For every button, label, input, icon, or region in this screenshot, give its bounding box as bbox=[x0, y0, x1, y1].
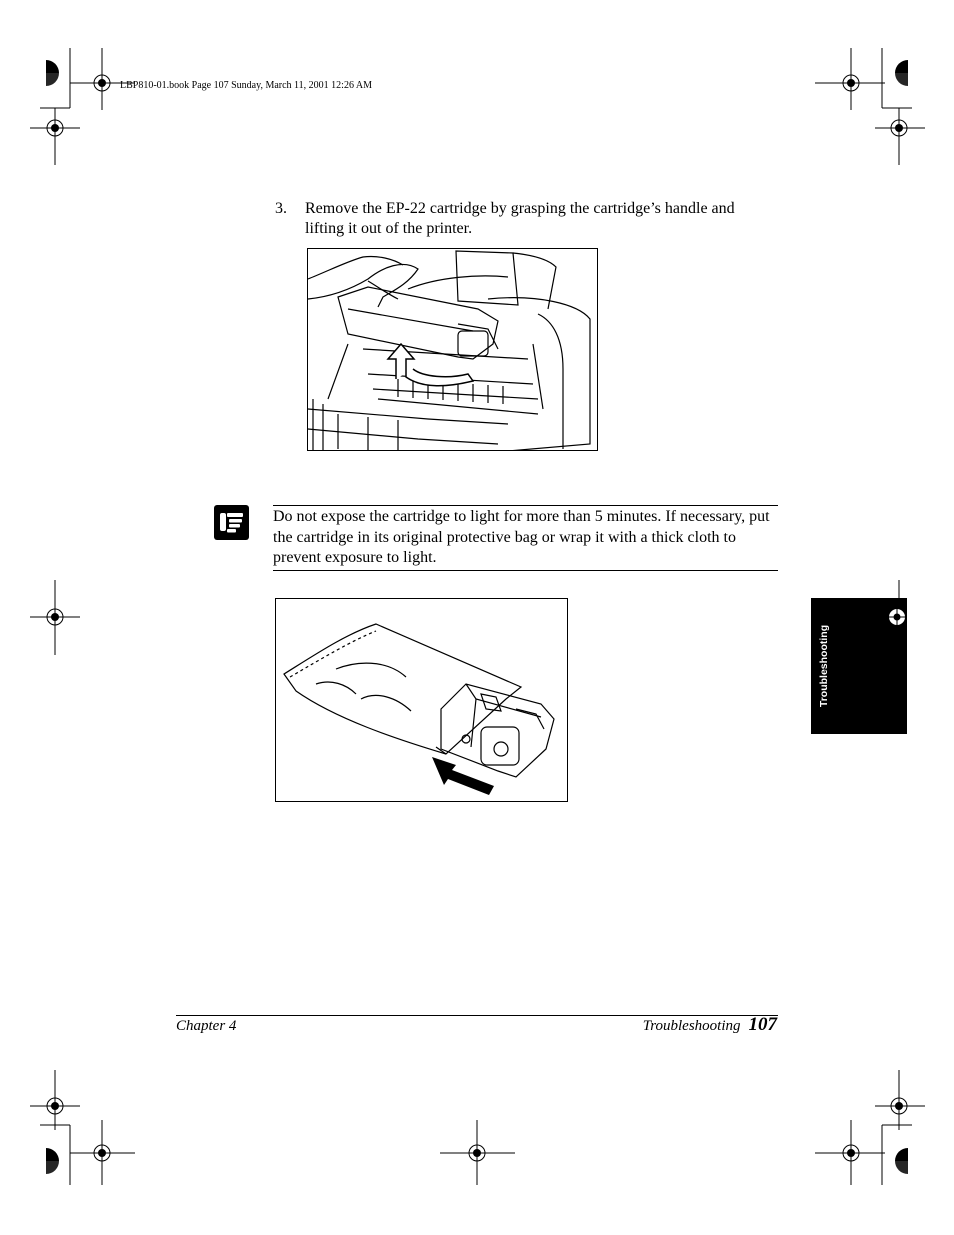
step-number: 3. bbox=[275, 200, 287, 217]
step-text: Remove the EP-22 cartridge by grasping t… bbox=[305, 200, 735, 237]
note-text: Do not expose the cartridge to light for… bbox=[273, 508, 770, 566]
note-hand-icon bbox=[214, 505, 249, 540]
book-file-info: LBP810-01.book Page 107 Sunday, March 11… bbox=[120, 80, 373, 91]
page-number: 107 bbox=[748, 1014, 778, 1035]
note-bottom-rule bbox=[273, 570, 778, 571]
footer-section: Troubleshooting bbox=[642, 1018, 741, 1034]
tab-registration-icon bbox=[889, 609, 905, 625]
footer-rule bbox=[176, 1015, 778, 1016]
cartridge-removal-illustration bbox=[307, 248, 598, 451]
note-top-rule bbox=[273, 505, 778, 506]
footer-right: Troubleshooting 107 bbox=[643, 1014, 777, 1036]
protective-bag-illustration bbox=[275, 598, 568, 802]
thumb-tab-label: Troubleshooting bbox=[818, 624, 830, 708]
footer-chapter: Chapter 4 bbox=[176, 1018, 237, 1034]
